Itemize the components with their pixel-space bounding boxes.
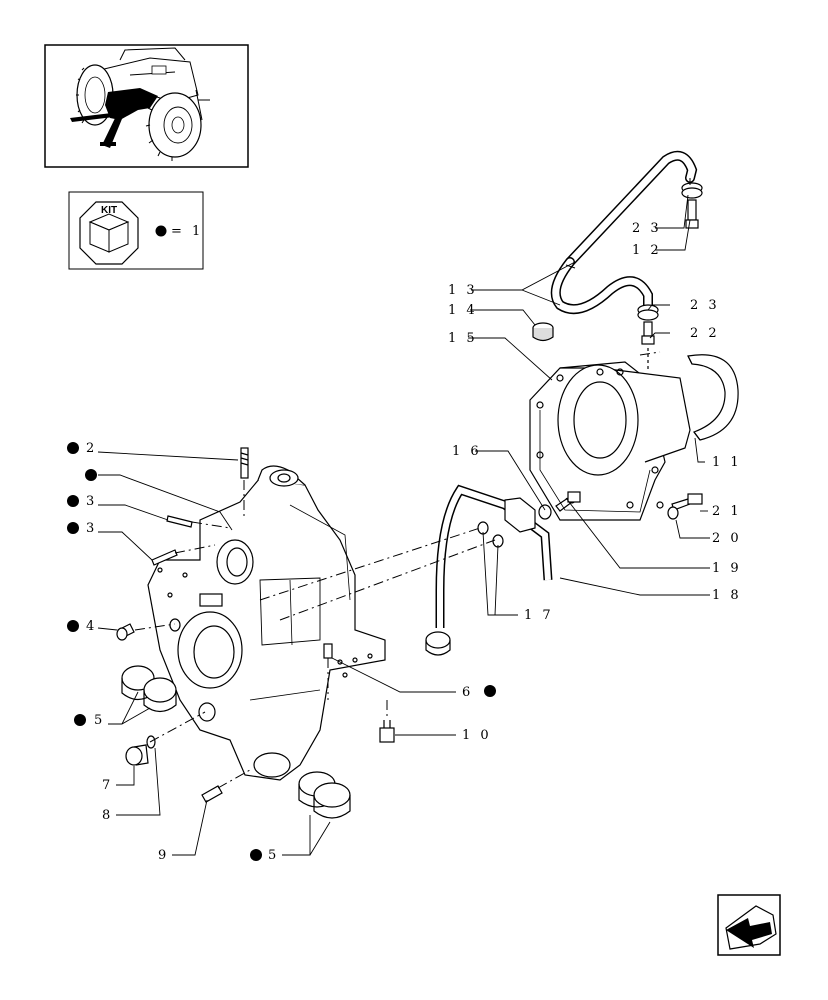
clamp-23-upper	[681, 182, 703, 229]
callout-21: 2 1	[712, 504, 742, 519]
callout-8: 8	[102, 808, 113, 823]
pin-3-upper	[166, 515, 193, 528]
kit-label: KIT	[101, 205, 117, 216]
parts-artwork	[116, 150, 739, 819]
callout-16: 1 6	[452, 444, 482, 459]
bushing-5-left	[121, 665, 177, 713]
callout-3-upper: 3	[86, 494, 97, 509]
callout-10: 1 0	[462, 728, 492, 743]
kit-cube-icon	[88, 213, 130, 253]
seal-11	[687, 354, 739, 441]
callout-11: 1 1	[712, 455, 742, 470]
callout-20: 2 0	[712, 531, 742, 546]
kit-dot-icon	[67, 495, 79, 507]
kit-dot-icon	[67, 442, 79, 454]
cover-15	[529, 361, 691, 521]
kit-dot-icon	[250, 849, 262, 861]
callout-13: 1 3	[448, 283, 478, 298]
kit-dot-icon	[74, 714, 86, 726]
bolt-19	[555, 491, 581, 512]
callout-19: 1 9	[712, 561, 742, 576]
callout-18: 1 8	[712, 588, 742, 603]
plug-7	[125, 744, 149, 766]
washer-16	[538, 504, 552, 520]
callout-14: 1 4	[448, 303, 478, 318]
callout-22: 2 2	[690, 326, 720, 341]
callout-9: 9	[158, 848, 169, 863]
callout-2: 2	[86, 441, 97, 456]
kit-dot-icon	[85, 469, 97, 481]
dowel-6	[323, 643, 333, 659]
bushing-5-right	[298, 771, 351, 819]
callout-5-right: 5	[268, 848, 279, 863]
callout-23-upper: 2 3	[632, 221, 662, 236]
stud-2	[240, 447, 249, 479]
screw-21	[671, 493, 703, 511]
kit-dot-icon	[67, 522, 79, 534]
kit-dot-icon	[155, 225, 167, 237]
callout-15: 1 5	[448, 331, 478, 346]
clamp-23-lower	[637, 304, 659, 370]
pipe-18	[425, 484, 553, 656]
callouts: 2 3 1 2 1 3 2 3 1 4 2 2 1 5 1 1 1 6 2 1 …	[67, 221, 742, 863]
callout-5-left: 5	[94, 713, 105, 728]
screw-10	[379, 720, 395, 743]
washer-20	[667, 506, 679, 520]
kit-equals-label: = 1	[171, 224, 203, 239]
kit-dot-icon	[484, 685, 496, 697]
callout-23-lower: 2 3	[690, 298, 720, 313]
plug-9	[201, 785, 223, 803]
callout-3-lower: 3	[86, 521, 97, 536]
callout-12: 1 2	[632, 243, 662, 258]
main-housing	[147, 465, 386, 781]
callout-6: 6	[462, 685, 473, 700]
tractor-location-thumbnail	[44, 44, 249, 168]
plug-4	[116, 623, 135, 641]
callout-4: 4	[86, 619, 97, 634]
callout-7: 7	[102, 778, 113, 793]
pin-3-lower	[151, 549, 178, 566]
grommet-14	[532, 322, 554, 342]
previous-page-arrow-icon[interactable]	[717, 894, 781, 956]
leader-lines	[97, 194, 710, 856]
kit-dot-icon	[67, 620, 79, 632]
callout-17: 1 7	[524, 608, 554, 623]
kit-legend: KIT = 1	[68, 191, 204, 270]
